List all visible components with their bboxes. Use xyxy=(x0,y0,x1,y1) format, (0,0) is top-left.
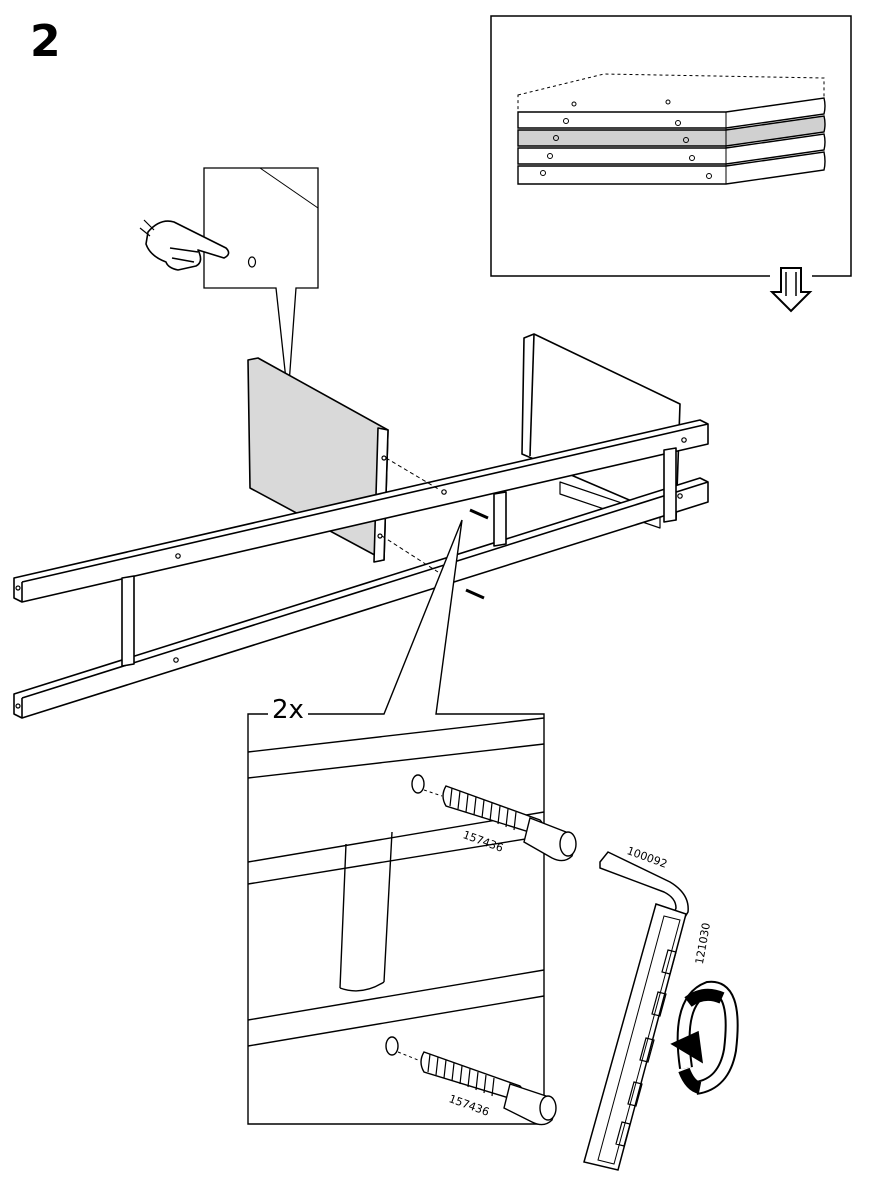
hex-key-tool xyxy=(584,852,688,1170)
arrow-down-icon xyxy=(770,262,812,311)
quantity-label: 2x xyxy=(268,697,308,723)
step-number: 2 xyxy=(30,20,61,64)
stack-inset xyxy=(491,16,851,276)
frame-assembly xyxy=(14,334,708,718)
rotate-clockwise-icon xyxy=(672,988,732,1088)
